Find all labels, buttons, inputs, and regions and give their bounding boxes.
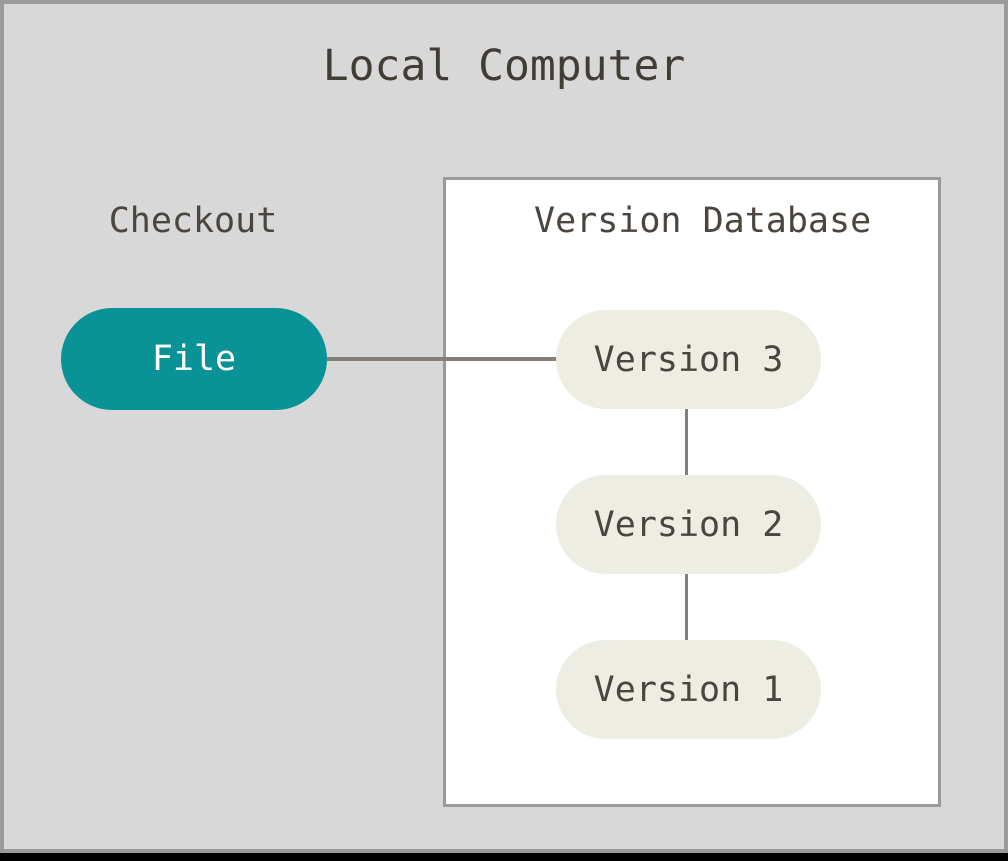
checkout-section-caption: Checkout: [108, 201, 278, 241]
bottom-strip: [0, 853, 1008, 861]
node-version-2[interactable]: Version 2: [556, 475, 821, 574]
edge-version-3-to-version-2: [685, 400, 688, 484]
node-version-3[interactable]: Version 3: [556, 310, 821, 409]
page-title: Local Computer: [322, 41, 686, 91]
node-file[interactable]: File: [61, 308, 327, 410]
node-version-1[interactable]: Version 1: [556, 640, 821, 739]
version-database-caption: Version Database: [534, 201, 872, 241]
edge-version-2-to-version-1: [685, 566, 688, 648]
edge-file-to-version-3: [320, 357, 570, 361]
